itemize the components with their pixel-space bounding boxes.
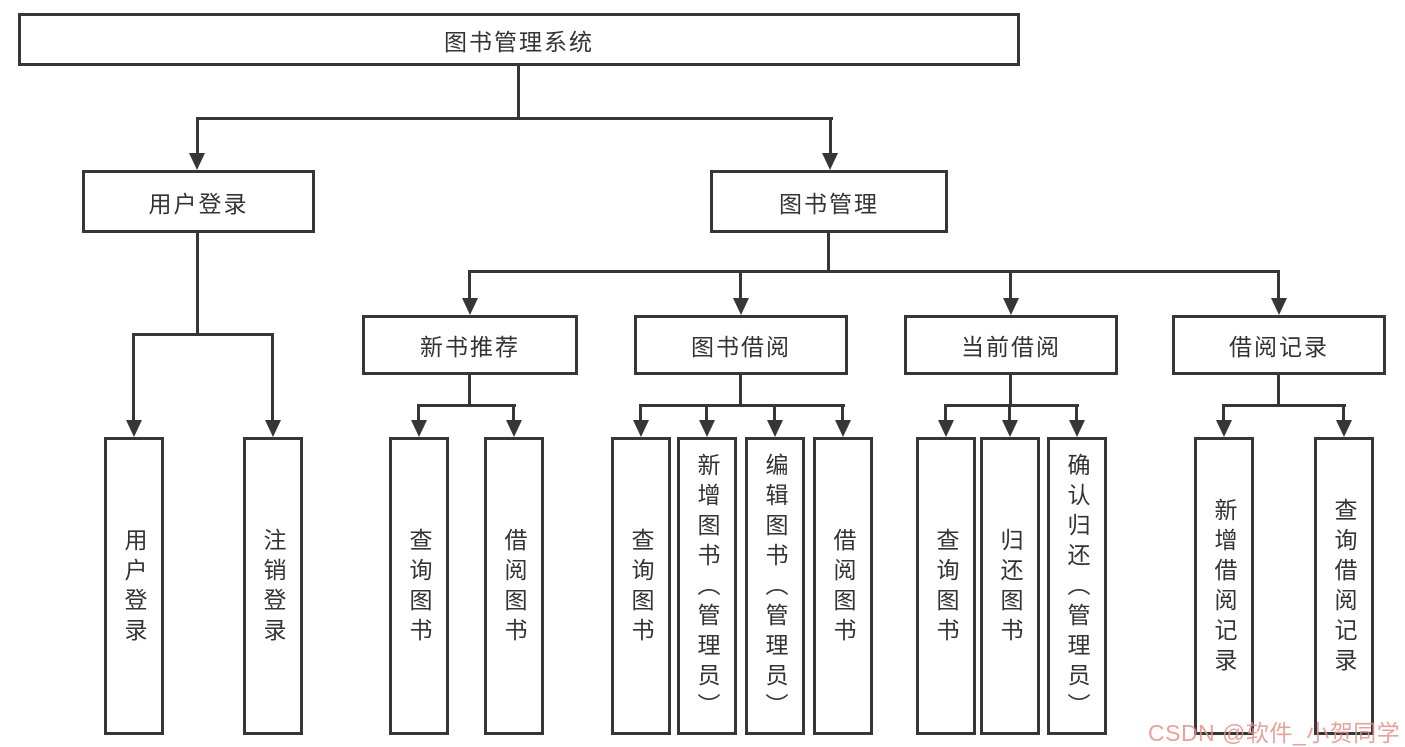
leaf-logout: 注销登录 xyxy=(243,437,303,735)
arrowhead-leaf-logout xyxy=(265,420,281,437)
arrowhead-bb-add xyxy=(699,420,715,437)
arrowhead-br-add xyxy=(1216,420,1232,437)
leaf-cb-confirm-return-admin: 确认归还（管理员） xyxy=(1047,437,1107,735)
csdn-watermark: CSDN @软件_小贺同学 xyxy=(1148,720,1401,746)
leaf-cb-return-book: 归还图书 xyxy=(980,437,1040,735)
connector-user-login-bar xyxy=(132,333,274,336)
node-new-book-rec-label: 新书推荐 xyxy=(420,334,520,360)
arrowhead-bb-search xyxy=(633,420,649,437)
arrowhead-book-borrow xyxy=(733,298,749,315)
arrowhead-borrow-record xyxy=(1271,298,1287,315)
arrowhead-bb-edit xyxy=(767,420,783,437)
connector-drop-user-login xyxy=(196,117,199,155)
arrowhead-bb-borrow xyxy=(835,420,851,437)
connector-root-trunk xyxy=(517,63,520,120)
connector-drop-borrow-record xyxy=(1277,270,1280,300)
leaf-bb-edit-book-admin: 编辑图书（管理员） xyxy=(745,437,805,735)
leaf-rec-borrow-book-label: 借阅图书 xyxy=(501,528,527,648)
connector-root-bar xyxy=(196,117,833,120)
connector-new-book-rec-bar xyxy=(417,404,516,407)
node-borrow-record-label: 借阅记录 xyxy=(1229,334,1329,360)
leaf-rec-search-book: 查询图书 xyxy=(389,437,449,735)
leaf-bb-add-book-admin-label: 新增图书（管理员） xyxy=(694,453,720,723)
connector-drop-leaf-login xyxy=(132,333,135,422)
arrowhead-cb-confirm xyxy=(1069,420,1085,437)
connector-drop-cb-return xyxy=(1008,404,1011,421)
connector-book-borrow-bar xyxy=(639,404,845,407)
connector-drop-rec-borrow xyxy=(512,404,515,421)
connector-drop-cb-confirm xyxy=(1075,404,1078,421)
leaf-bb-search-book: 查询图书 xyxy=(611,437,671,735)
node-user-login-label: 用户登录 xyxy=(148,190,249,217)
node-root-label: 图书管理系统 xyxy=(444,28,594,55)
leaf-cb-search-book: 查询图书 xyxy=(916,437,976,735)
node-book-mgmt: 图书管理 xyxy=(710,170,948,233)
node-book-borrow: 图书借阅 xyxy=(634,315,848,375)
connector-borrow-record-trunk xyxy=(1277,375,1280,406)
connector-current-borrow-bar xyxy=(944,404,1079,407)
leaf-rec-search-book-label: 查询图书 xyxy=(406,528,432,648)
arrowhead-rec-borrow xyxy=(506,420,522,437)
node-user-login: 用户登录 xyxy=(82,170,315,233)
leaf-cb-return-book-label: 归还图书 xyxy=(997,528,1023,648)
leaf-user-login-label: 用户登录 xyxy=(121,528,147,648)
arrowhead-rec-search xyxy=(411,420,427,437)
connector-drop-book-mgmt xyxy=(829,117,832,155)
leaf-bb-add-book-admin: 新增图书（管理员） xyxy=(677,437,737,735)
leaf-user-login: 用户登录 xyxy=(104,437,164,735)
connector-current-borrow-trunk xyxy=(1009,375,1012,406)
connector-drop-br-search xyxy=(1342,404,1345,421)
arrowhead-br-search xyxy=(1336,420,1352,437)
leaf-br-add-record: 新增借阅记录 xyxy=(1194,437,1254,735)
leaf-logout-label: 注销登录 xyxy=(260,528,286,648)
node-borrow-record: 借阅记录 xyxy=(1172,315,1386,375)
leaf-bb-search-book-label: 查询图书 xyxy=(628,528,654,648)
connector-drop-bb-add xyxy=(705,404,708,421)
node-book-mgmt-label: 图书管理 xyxy=(779,190,879,217)
arrowhead-leaf-login xyxy=(126,420,142,437)
connector-drop-rec-search xyxy=(417,404,420,421)
connector-drop-leaf-logout xyxy=(271,333,274,422)
leaf-bb-borrow-book-label: 借阅图书 xyxy=(830,528,856,648)
node-root: 图书管理系统 xyxy=(18,13,1020,66)
leaf-br-search-record-label: 查询借阅记录 xyxy=(1331,498,1357,678)
leaf-bb-edit-book-admin-label: 编辑图书（管理员） xyxy=(762,453,788,723)
connector-user-login-trunk xyxy=(196,233,199,335)
leaf-cb-confirm-return-admin-label: 确认归还（管理员） xyxy=(1064,453,1090,723)
connector-drop-cb-search xyxy=(944,404,947,421)
connector-book-borrow-trunk xyxy=(739,375,742,406)
leaf-bb-borrow-book: 借阅图书 xyxy=(813,437,873,735)
node-book-borrow-label: 图书借阅 xyxy=(691,334,791,360)
arrowhead-cb-search xyxy=(938,420,954,437)
arrowhead-user-login xyxy=(189,153,205,170)
node-current-borrow: 当前借阅 xyxy=(904,315,1118,375)
connector-drop-book-borrow xyxy=(739,270,742,300)
connector-drop-new-book-rec xyxy=(468,270,471,300)
node-current-borrow-label: 当前借阅 xyxy=(961,334,1061,360)
leaf-rec-borrow-book: 借阅图书 xyxy=(484,437,544,735)
connector-drop-bb-search xyxy=(639,404,642,421)
leaf-br-search-record: 查询借阅记录 xyxy=(1314,437,1374,735)
leaf-br-add-record-label: 新增借阅记录 xyxy=(1211,498,1237,678)
arrowhead-current-borrow xyxy=(1003,298,1019,315)
connector-drop-bb-borrow xyxy=(841,404,844,421)
connector-drop-bb-edit xyxy=(773,404,776,421)
arrowhead-book-mgmt xyxy=(822,153,838,170)
connector-drop-br-add xyxy=(1222,404,1225,421)
leaf-cb-search-book-label: 查询图书 xyxy=(933,528,959,648)
arrowhead-new-book-rec xyxy=(462,298,478,315)
connector-new-book-rec-trunk xyxy=(468,375,471,406)
arrowhead-cb-return xyxy=(1002,420,1018,437)
connector-borrow-record-bar xyxy=(1222,404,1346,407)
connector-drop-current-borrow xyxy=(1009,270,1012,300)
connector-book-mgmt-bar xyxy=(468,270,1280,273)
node-new-book-rec: 新书推荐 xyxy=(362,315,578,375)
connector-book-mgmt-trunk xyxy=(827,233,830,273)
